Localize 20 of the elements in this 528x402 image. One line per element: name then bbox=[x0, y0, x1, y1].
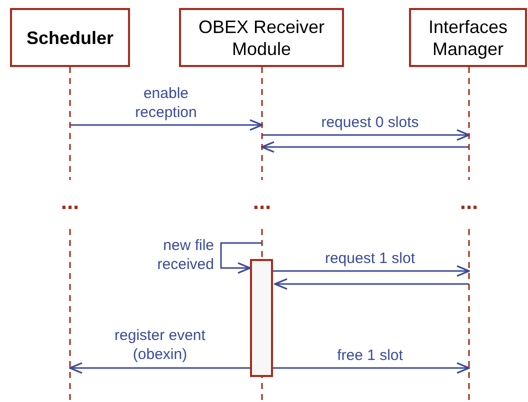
message-label: enable reception bbox=[134, 84, 198, 122]
message-arrow bbox=[261, 141, 469, 153]
continuation-dots: ... bbox=[458, 190, 480, 214]
participant-name: Scheduler bbox=[26, 26, 114, 48]
message-arrow bbox=[274, 278, 469, 290]
participant-name: OBEX Receiver Module bbox=[197, 16, 326, 60]
message-arrow bbox=[262, 129, 470, 141]
continuation-dots: ... bbox=[60, 190, 80, 214]
message-label: free 1 slot bbox=[336, 346, 404, 365]
message-arrow bbox=[273, 265, 470, 277]
message-arrow bbox=[273, 362, 470, 374]
participant-name: Interfaces Manager bbox=[427, 16, 509, 60]
message-label: request 1 slot bbox=[324, 249, 416, 268]
message-label: new file received bbox=[156, 236, 214, 274]
message-arrow bbox=[70, 119, 263, 131]
message-arrow bbox=[220, 242, 262, 274]
continuation-dots: ... bbox=[252, 190, 272, 214]
message-label: request 0 slots bbox=[320, 113, 420, 132]
message-label: register event (obexin) bbox=[114, 326, 206, 364]
message-arrow bbox=[69, 362, 250, 374]
